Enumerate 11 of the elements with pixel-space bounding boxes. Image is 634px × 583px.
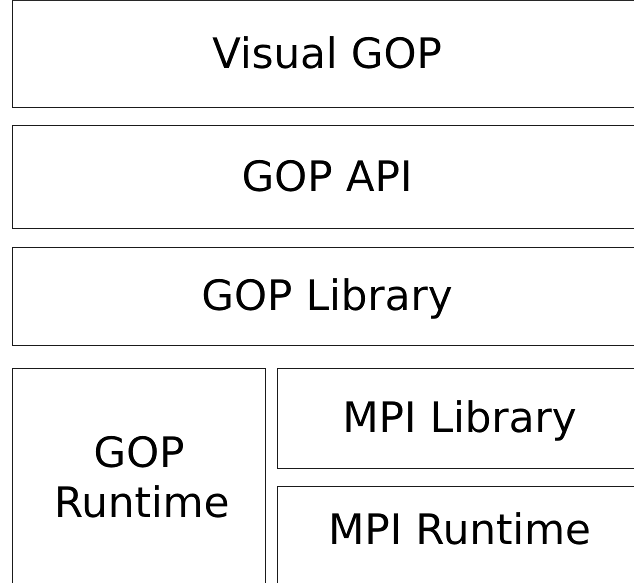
layer-box bbox=[277, 486, 634, 583]
layer-label: MPI Runtime bbox=[328, 504, 591, 555]
layer-label: GOP API bbox=[242, 152, 412, 202]
layer-label: GOP Library bbox=[201, 271, 453, 322]
layer-box bbox=[12, 247, 634, 346]
layer-label: Visual GOP bbox=[212, 28, 442, 80]
layer-box bbox=[12, 368, 266, 583]
layer-box bbox=[12, 0, 634, 108]
layer-box bbox=[277, 368, 634, 469]
layer-box bbox=[12, 125, 634, 229]
layer-label: MPI Library bbox=[342, 393, 577, 444]
